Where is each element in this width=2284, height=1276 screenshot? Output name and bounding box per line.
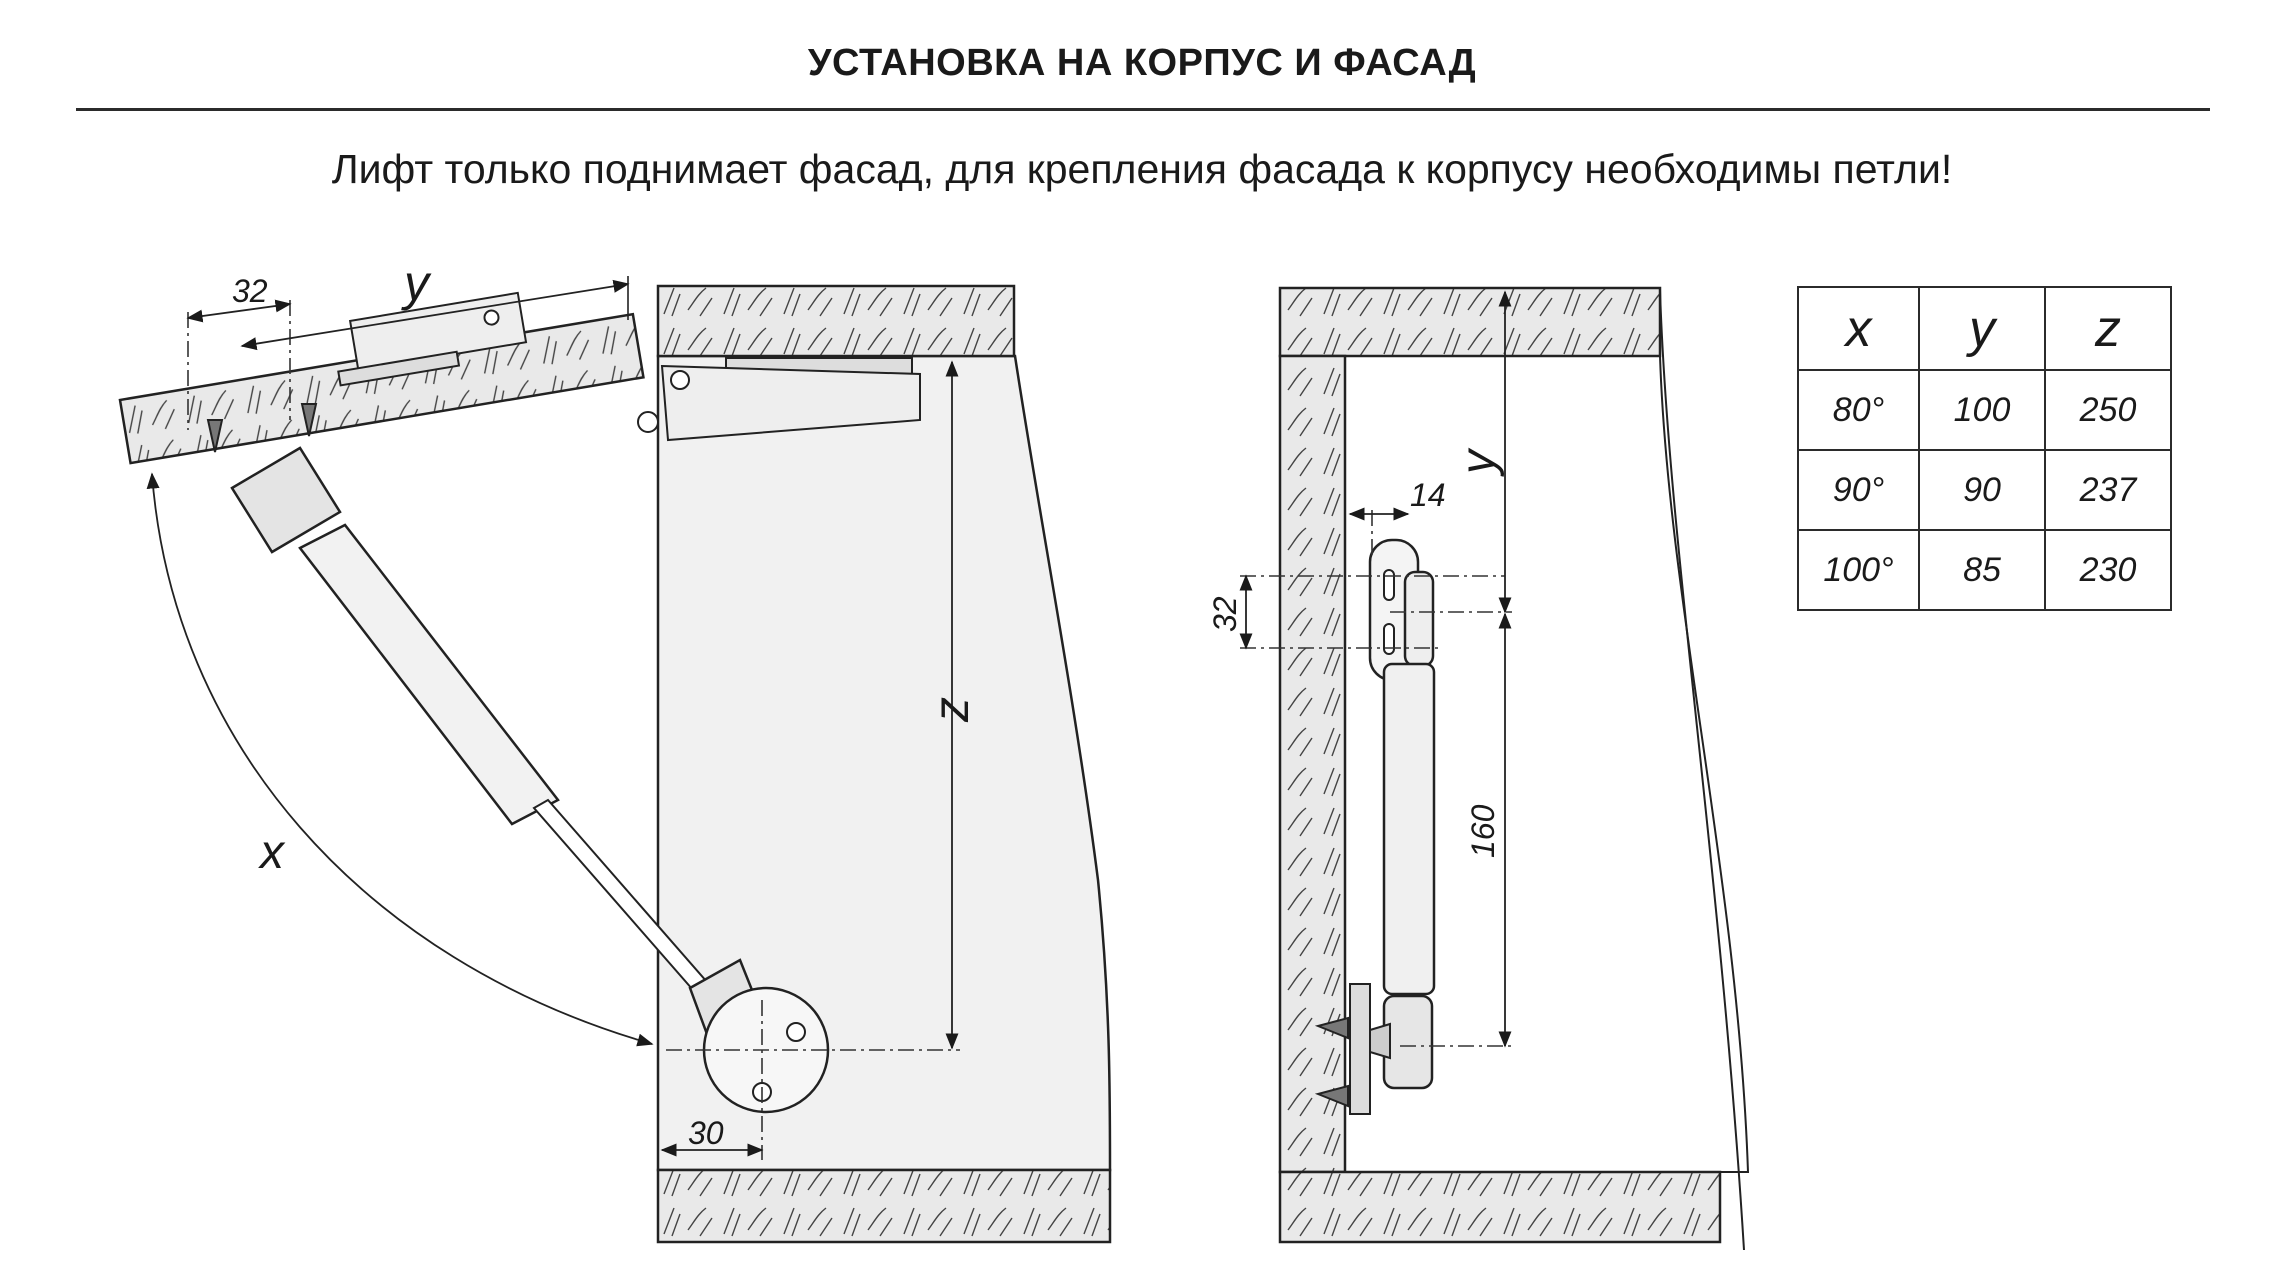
cabinet-bottom-board-right [1278,1170,1722,1244]
cabinet-side-panel [656,354,1112,1172]
table-header-x: x [1797,286,1920,371]
dim-label-32-right: 32 [1207,596,1243,632]
wall-screws [1314,1016,1349,1108]
dimensions-table: x y z 80° 100 250 90° 90 237 100° 85 230 [1797,286,2172,611]
right-diagram: 14 32 y 160 [1207,286,1750,1251]
cabinet-left-wall [1278,354,1347,1174]
table-cell: 250 [2044,369,2172,451]
table-cell: 80° [1797,369,1920,451]
dim-label-z: z [923,697,979,723]
left-diagram: 32 y z x 30 [118,255,1112,1244]
table-header-z: z [2044,286,2172,371]
table-row: 100° 85 230 [1797,529,2172,611]
table-cell: 85 [1918,529,2046,611]
cabinet-top-board [656,284,1016,358]
dim-label-x: x [258,826,286,879]
facade-open [118,291,645,465]
facade-screws [206,403,318,453]
table-cell: 90° [1797,449,1920,531]
table-row: 80° 100 250 [1797,369,2172,451]
cabinet-bottom-board [656,1168,1112,1244]
table-header-y: y [1918,286,2046,371]
dim-label-160: 160 [1465,804,1501,858]
dim-label-y-right: y [1452,447,1505,477]
dim-label-32: 32 [232,273,268,309]
dim-label-14: 14 [1410,477,1446,513]
table-cell: 237 [2044,449,2172,531]
dim-label-30: 30 [688,1115,724,1151]
table-cell: 90 [1918,449,2046,531]
table-row: 90° 90 237 [1797,449,2172,531]
hinge-arm [660,364,921,442]
gas-spring-right [1382,662,1436,996]
table-cell: 100° [1797,529,1920,611]
dim-label-y: y [401,255,432,311]
cabinet-top-board-right [1278,286,1662,358]
table-cell: 100 [1918,369,2046,451]
table-cell: 230 [2044,529,2172,611]
title-divider [76,108,2210,111]
table-header-row: x y z [1797,286,2172,371]
notice-text: Лифт только поднимает фасад, для креплен… [331,146,1953,192]
page-title: УСТАНОВКА НА КОРПУС И ФАСАД [807,42,1477,84]
